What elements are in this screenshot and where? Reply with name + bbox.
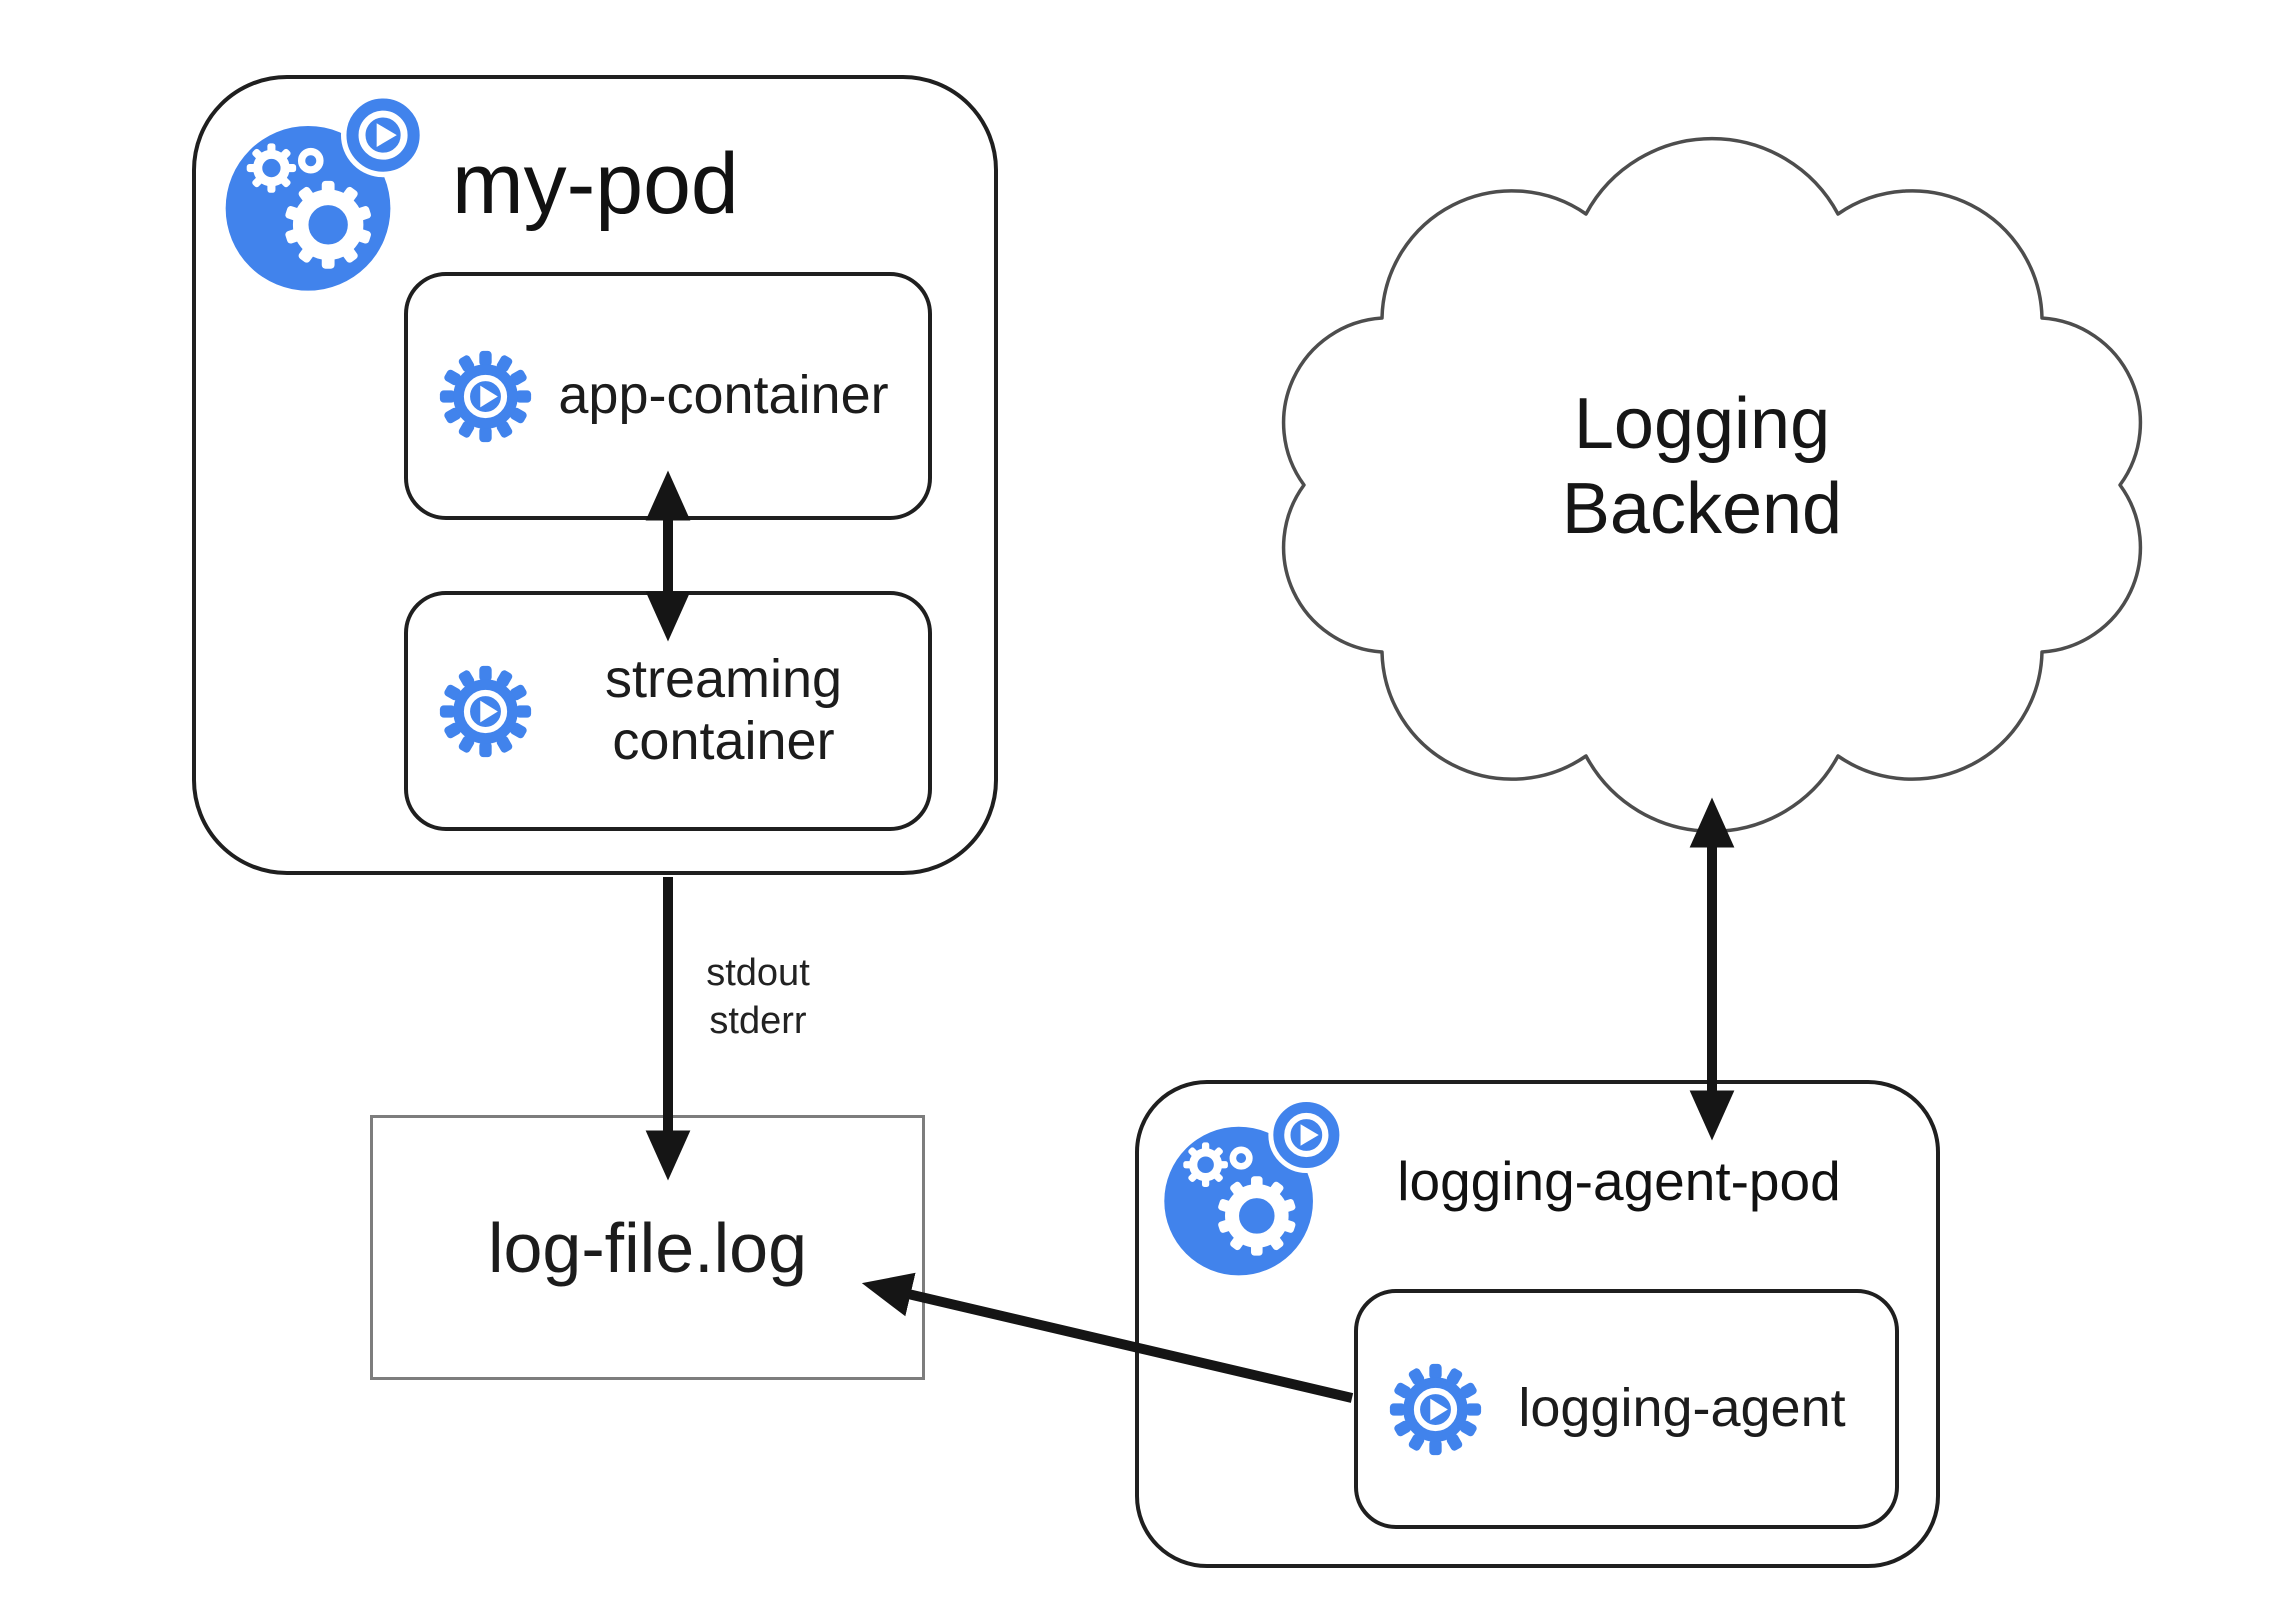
my-pod-box: my-pod app-container streaming container (192, 75, 998, 875)
streaming-container-label: streaming container (604, 649, 843, 771)
logfile-box: log-file.log (370, 1115, 925, 1380)
logfile-label: log-file.log (487, 1208, 808, 1287)
stdout-stderr-label: stdout stderr (706, 952, 810, 1042)
my-pod-title: my-pod (452, 136, 739, 232)
logging-backend-label: Logging Backend (1561, 384, 1843, 549)
container-gear-icon (1388, 1362, 1483, 1457)
logging-agent-pod-title: logging-agent-pod (1397, 1150, 1841, 1212)
pod-icon (222, 93, 427, 298)
logging-agent-pod-box: logging-agent-pod logging-agent (1135, 1080, 1940, 1568)
pod-icon (1161, 1097, 1346, 1282)
app-container-label: app-container (558, 365, 889, 426)
app-container-box: app-container (404, 272, 932, 520)
logging-agent-box: logging-agent (1354, 1289, 1899, 1529)
container-gear-icon (438, 349, 533, 444)
logging-agent-label: logging-agent (1518, 1378, 1846, 1439)
streaming-container-box: streaming container (404, 591, 932, 831)
container-gear-icon (438, 664, 533, 759)
